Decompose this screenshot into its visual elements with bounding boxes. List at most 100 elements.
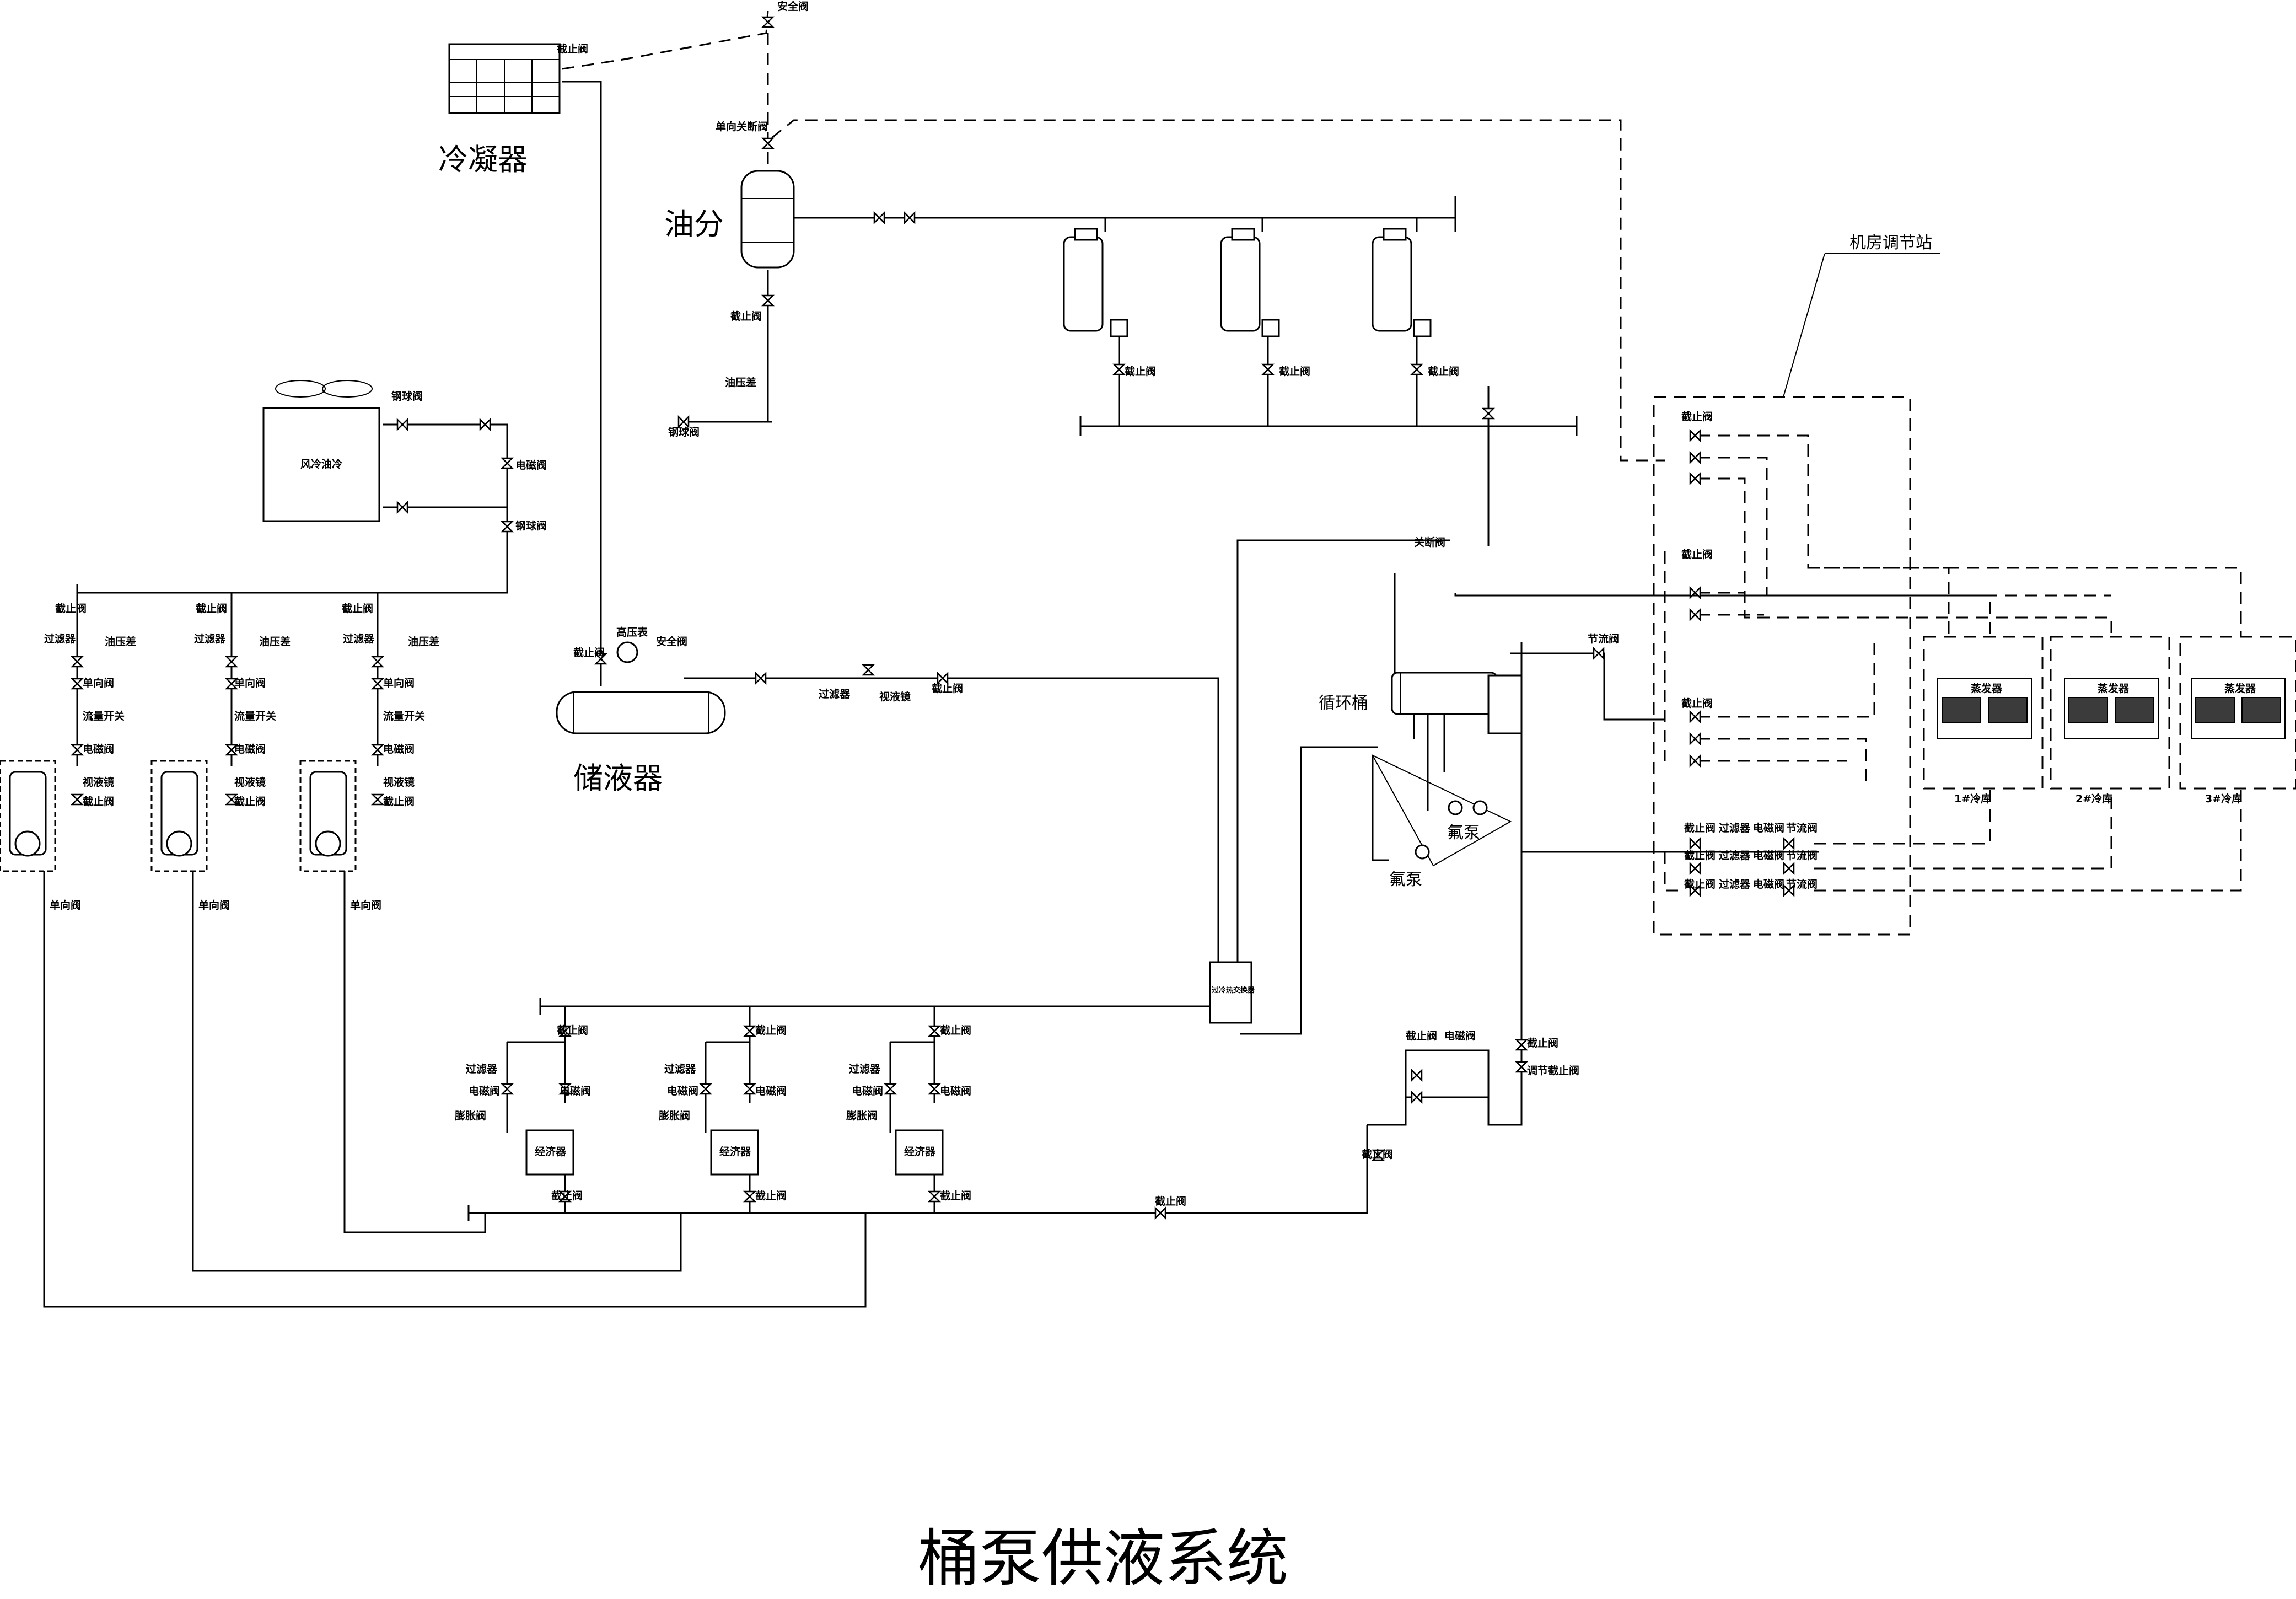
label-rs-sol-3: 电磁阀 [1753, 878, 1784, 890]
label-eco1-stop-b: 截止阀 [551, 1189, 583, 1202]
valve-glyph [70, 656, 84, 668]
label-rs-stop-6: 截止阀 [1684, 878, 1716, 890]
label-stop-receiver: 截止阀 [573, 646, 605, 659]
label-sight-left-3: 视液镜 [383, 776, 415, 788]
valve-glyph [1371, 1149, 1385, 1161]
valve-glyph [904, 211, 916, 225]
room-station-label: 机房调节站 [1849, 233, 1932, 253]
label-filter-left-3: 过滤器 [343, 633, 375, 645]
label-eco2-sol2: 电磁阀 [667, 1085, 698, 1097]
valve-glyph [927, 1025, 942, 1037]
valve-glyph [1410, 363, 1424, 375]
valve-glyph [224, 793, 239, 806]
valve-glyph [370, 678, 385, 690]
valve-glyph [500, 521, 514, 533]
valve-glyph [1593, 646, 1605, 661]
condenser-label: 冷凝器 [438, 142, 528, 177]
high-pressure-gauge-label: 高压表 [616, 626, 648, 638]
subcooler-plate-hx [1209, 961, 1252, 1024]
label-oil-diff-left-2: 油压差 [259, 635, 291, 648]
label-check-disch-1: 单向阀 [50, 899, 81, 911]
label-rs-filter-3: 过滤器 [1719, 878, 1751, 890]
top-compressor-2 [1220, 228, 1280, 337]
valve-glyph [1783, 836, 1795, 851]
label-reg-stop: 截止阀 [1406, 1029, 1437, 1042]
valve-glyph [927, 1190, 942, 1203]
plate-hx-label: 过冷热交换器 [1212, 986, 1255, 995]
valve-glyph [370, 656, 385, 668]
label-stop-left-1b: 截止阀 [83, 795, 114, 808]
label-eco2-solenoid: 电磁阀 [755, 1085, 787, 1097]
valve-glyph [743, 1190, 757, 1203]
label-reg-stop-2: 截止阀 [1527, 1037, 1558, 1049]
label-eco1-filter: 过滤器 [466, 1063, 498, 1075]
label-check-left-2: 单向阀 [234, 677, 266, 689]
label-eco2-filter: 过滤器 [664, 1063, 696, 1075]
left-compressor-1 [0, 760, 56, 872]
oil-separator-label: 油分 [664, 207, 724, 242]
label-stop-receiver-2: 截止阀 [932, 682, 963, 695]
valve-glyph [594, 653, 608, 665]
label-ball-valve-1: 钢球阀 [668, 426, 700, 438]
valve-glyph [1689, 883, 1701, 898]
label-eco2-stop: 截止阀 [755, 1024, 787, 1037]
valve-glyph [558, 1190, 572, 1203]
label-rs-stop-2: 截止阀 [1681, 548, 1713, 561]
valve-glyph [1261, 363, 1275, 375]
left-compressor-3 [299, 760, 357, 872]
label-flow-left-1: 流量开关 [83, 710, 125, 722]
valve-glyph [396, 500, 408, 514]
valve-glyph [1689, 608, 1701, 622]
fluorine-pumps [1371, 754, 1512, 867]
label-eco1-stop: 截止阀 [557, 1024, 588, 1037]
label-rs-thr-3: 节流阀 [1786, 878, 1818, 890]
valve-glyph [500, 457, 514, 469]
label-stop-left-3b: 截止阀 [383, 795, 415, 808]
label-filter-left-1: 过滤器 [44, 633, 76, 645]
valve-glyph [500, 1083, 514, 1095]
valve-glyph [558, 1083, 572, 1095]
label-filter-receiver: 过滤器 [819, 688, 851, 700]
label-stop-left-2b: 截止阀 [234, 795, 266, 808]
valve-glyph [1689, 861, 1701, 876]
cold-room-2-label: 2#冷库 [2075, 792, 2112, 805]
cold-room-3-label: 3#冷库 [2205, 792, 2242, 805]
label-eco3-sol2: 电磁阀 [852, 1085, 883, 1097]
valve-glyph [1689, 586, 1701, 600]
valve-glyph [937, 671, 949, 685]
label-check-disch-3: 单向阀 [350, 899, 381, 911]
evaporator-label-1: 蒸发器 [1971, 682, 2003, 695]
label-check-stop-valve: 单向关断阀 [716, 120, 768, 133]
label-eco3-exp: 膨胀阀 [846, 1109, 878, 1122]
label-stop-left-3: 截止阀 [342, 602, 373, 615]
valve-glyph [370, 744, 385, 756]
label-stop-top-3: 截止阀 [1428, 365, 1459, 378]
valve-glyph [224, 656, 239, 668]
label-rs-stop-1: 截止阀 [1681, 410, 1713, 423]
label-sight-receiver: 视液镜 [879, 690, 911, 703]
valve-glyph [1689, 836, 1701, 851]
valve-glyph [1689, 710, 1701, 724]
evaporator-3 [2191, 678, 2286, 739]
valve-glyph [70, 744, 84, 756]
economizer-label-3: 经济器 [904, 1145, 936, 1158]
label-reg-stop-bottom: 截止阀 [1362, 1148, 1393, 1161]
valve-glyph [370, 793, 385, 806]
valve-glyph [698, 1083, 713, 1095]
label-eco3-solenoid: 电磁阀 [940, 1085, 971, 1097]
valve-glyph [927, 1083, 942, 1095]
label-oil-diff-top: 油压差 [725, 376, 756, 389]
label-rs-sol-2: 电磁阀 [1753, 849, 1784, 862]
label-ball-valve-2: 钢球阀 [391, 390, 423, 403]
label-solenoid-left-2: 电磁阀 [234, 743, 266, 755]
valve-glyph [1689, 471, 1701, 486]
valve-glyph [558, 1025, 572, 1037]
label-eco1-solenoid: 电磁阀 [560, 1085, 591, 1097]
label-rs-thr-2: 节流阀 [1786, 849, 1818, 862]
label-check-disch-2: 单向阀 [198, 899, 230, 911]
label-stop-top-1: 截止阀 [1125, 365, 1156, 378]
valve-glyph [1783, 861, 1795, 876]
label-eco1-exp: 膨胀阀 [454, 1109, 486, 1122]
valve-glyph [761, 16, 775, 28]
label-rs-sol-1: 电磁阀 [1753, 822, 1784, 834]
